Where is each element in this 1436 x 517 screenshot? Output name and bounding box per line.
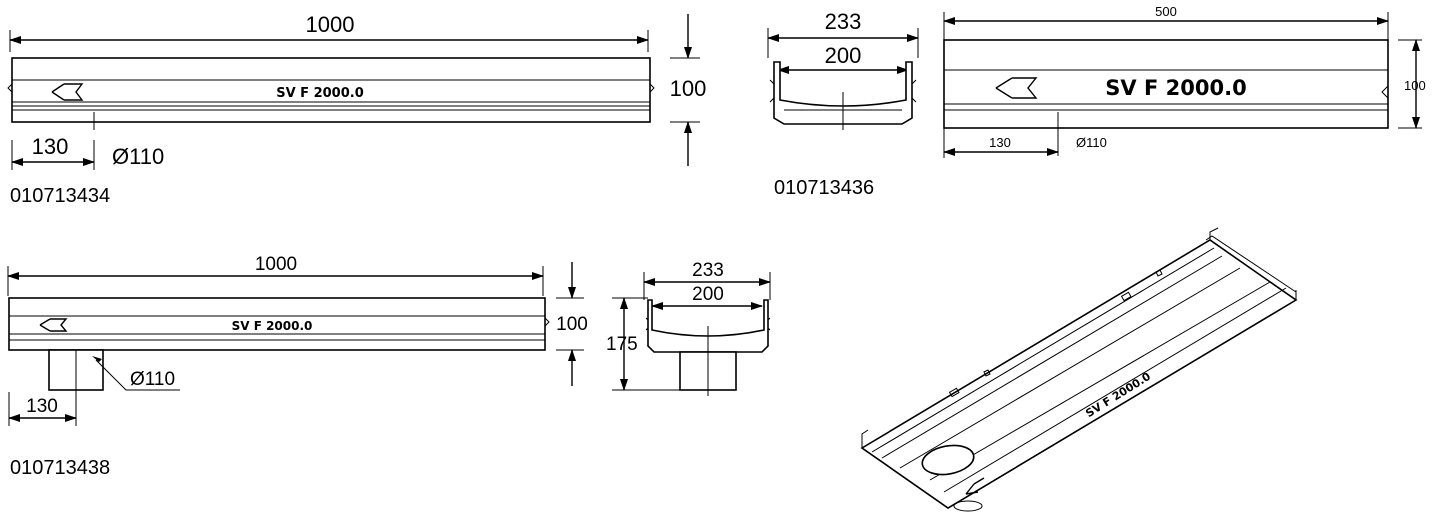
- outer-width-label: 233: [825, 9, 862, 34]
- article-number: 010713436: [774, 177, 874, 199]
- height-dimension-label: 100: [670, 76, 707, 101]
- product-marking: SV F 2000.0: [276, 86, 364, 101]
- clip-slot: [948, 387, 960, 398]
- product-marking: SV F 2000.0: [1105, 76, 1246, 100]
- profile-flange: [769, 79, 917, 103]
- channel-profile: [647, 299, 769, 353]
- joint-profile: [1381, 85, 1389, 99]
- isometric-view: SV F 2000.0: [860, 227, 1298, 512]
- offset-dimension-label: 130: [989, 135, 1011, 150]
- outlet-opening: [921, 444, 975, 476]
- article-number: 010713434: [10, 185, 110, 207]
- height-dimension-label: 100: [1404, 78, 1426, 93]
- channel-profile: [773, 61, 913, 125]
- flow-arrow-icon: [51, 83, 84, 101]
- inner-width-label: 200: [825, 43, 862, 68]
- channel-body: [11, 57, 651, 123]
- leader-line: [95, 359, 180, 391]
- side-view-1000-top: 1000 SV F 2000.0 130 Ø110 100 010713434: [7, 12, 707, 207]
- flow-arrow-icon: [965, 477, 985, 495]
- height-dimension-label: 175: [606, 334, 638, 355]
- offset-dimension-label: 130: [32, 134, 69, 159]
- side-view-1000-outlet: 1000 SV F 2000.0 Ø110 130 100 010713438: [7, 254, 588, 479]
- channel-body: [943, 39, 1389, 129]
- cross-section-top: 233 200 010713436: [767, 9, 919, 199]
- outlet-diameter-label: Ø110: [1076, 135, 1107, 150]
- outlet-diameter-label: Ø110: [112, 144, 164, 169]
- product-marking: SV F 2000.0: [232, 319, 313, 333]
- channel-rim: [861, 227, 1297, 448]
- clip-slot: [1120, 291, 1132, 302]
- length-dimension-label: 1000: [255, 254, 297, 275]
- flow-arrow-icon: [995, 77, 1038, 99]
- offset-dimension-label: 130: [26, 396, 58, 417]
- length-dimension-label: 1000: [306, 12, 355, 37]
- article-number: 010713438: [10, 457, 110, 479]
- flow-arrow-icon: [39, 318, 68, 332]
- anchor-lugs: [983, 269, 1163, 377]
- outer-width-label: 233: [692, 260, 724, 281]
- joint-profile: [544, 317, 550, 327]
- side-view-500: 500 SV F 2000.0 130 Ø110 100: [943, 4, 1426, 158]
- length-dimension-label: 500: [1155, 4, 1177, 19]
- cross-section-outlet: 233 200 175: [606, 260, 771, 396]
- outlet-diameter-label: Ø110: [130, 369, 175, 390]
- channel-edge-lines: [871, 235, 1297, 509]
- channel-body: [8, 297, 546, 351]
- leader-arrowhead: [92, 356, 102, 362]
- joint-profile: [7, 83, 655, 93]
- outlet-spigot-bottom: [953, 500, 983, 512]
- height-dimension-label: 100: [556, 314, 588, 335]
- profile-flange: [645, 317, 771, 331]
- channel-floor-lines: [899, 267, 1287, 493]
- inner-width-label: 200: [692, 284, 724, 305]
